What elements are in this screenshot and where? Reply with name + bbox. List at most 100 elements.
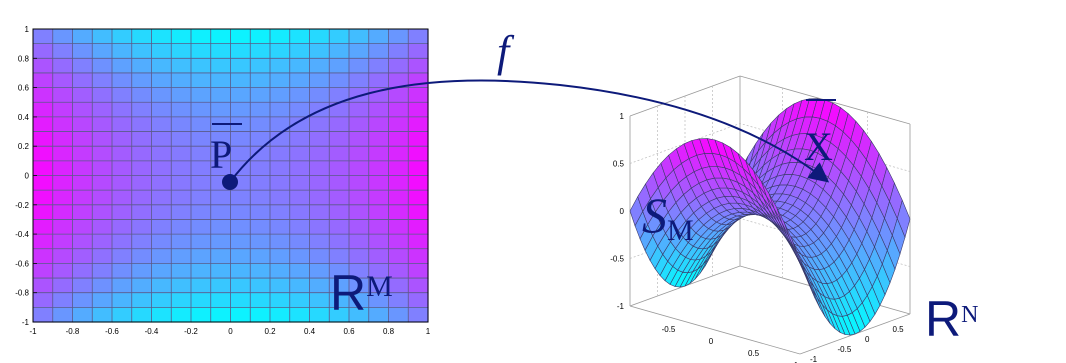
left-grid-cell bbox=[270, 175, 291, 191]
left-grid-cell bbox=[270, 292, 291, 308]
left-grid-cell bbox=[33, 248, 54, 264]
left-grid-cell bbox=[210, 87, 232, 103]
left-grid-cell bbox=[33, 204, 54, 221]
left-grid-cell bbox=[289, 43, 311, 59]
left-grid-cell bbox=[368, 29, 390, 45]
left-x-tick-label: -1 bbox=[29, 327, 37, 336]
left-grid-cell bbox=[92, 43, 113, 59]
left-grid-cell bbox=[250, 160, 271, 177]
left-grid-cell bbox=[408, 278, 429, 294]
left-grid-cell bbox=[250, 190, 271, 206]
left-grid-cell bbox=[151, 248, 172, 264]
left-grid-cell bbox=[289, 307, 311, 323]
left-grid-cell bbox=[171, 116, 192, 133]
right-plot: 10.50-0.5-1 -0.500.51 0.50-0.5-1 SM RN bbox=[610, 75, 978, 363]
left-grid-cell bbox=[309, 219, 330, 235]
left-grid-cell bbox=[250, 87, 271, 103]
right-z-tick-label: 1 bbox=[620, 112, 625, 121]
left-grid-cell bbox=[230, 131, 251, 147]
left-grid-cell bbox=[329, 234, 350, 250]
left-grid-cell bbox=[230, 248, 251, 264]
left-grid-cell bbox=[191, 146, 212, 162]
left-grid-cell bbox=[289, 87, 311, 103]
right-z-tick-label: 0 bbox=[620, 207, 625, 216]
left-grid-cell bbox=[408, 43, 429, 59]
left-y-tick-label: 0.4 bbox=[18, 113, 30, 122]
left-grid-cell bbox=[33, 234, 54, 250]
left-grid-cell bbox=[210, 234, 232, 250]
left-grid-cell bbox=[368, 234, 390, 250]
left-grid-cell bbox=[349, 146, 370, 162]
left-grid-cell bbox=[388, 292, 409, 308]
left-grid-cell bbox=[171, 102, 192, 118]
left-y-tick-label: -0.4 bbox=[15, 230, 29, 239]
left-grid-cell bbox=[72, 43, 93, 59]
left-x-tick-label: 0.4 bbox=[304, 327, 316, 336]
left-grid-cell bbox=[289, 234, 311, 250]
left-grid-cell bbox=[408, 219, 429, 235]
left-grid-cell bbox=[52, 29, 74, 45]
left-grid-cell bbox=[388, 160, 409, 177]
right-x-axis: -0.500.51 bbox=[662, 325, 799, 363]
left-y-tick-label: -0.2 bbox=[15, 201, 29, 210]
left-grid-cell bbox=[92, 307, 113, 323]
left-grid-cell bbox=[92, 87, 113, 103]
left-grid-cell bbox=[72, 116, 93, 133]
left-grid-cell bbox=[408, 248, 429, 264]
left-grid-cell bbox=[270, 58, 291, 74]
left-grid-cell bbox=[131, 190, 153, 206]
left-grid-cell bbox=[191, 116, 212, 133]
left-grid-cell bbox=[230, 204, 251, 221]
left-plot-grid bbox=[32, 28, 429, 323]
left-grid-cell bbox=[210, 131, 232, 147]
left-grid-cell bbox=[52, 87, 74, 103]
left-grid-cell bbox=[270, 263, 291, 279]
left-grid-cell bbox=[191, 102, 212, 118]
left-grid-cell bbox=[289, 248, 311, 264]
right-x-tick-label: -0.5 bbox=[662, 325, 676, 334]
left-grid-cell bbox=[270, 72, 291, 89]
left-grid-cell bbox=[171, 219, 192, 235]
left-grid-cell bbox=[112, 219, 133, 235]
left-grid-cell bbox=[408, 190, 429, 206]
left-grid-cell bbox=[289, 292, 311, 308]
left-grid-cell bbox=[191, 160, 212, 177]
left-grid-cell bbox=[250, 204, 271, 221]
left-grid-cell bbox=[210, 72, 232, 89]
left-grid-cell bbox=[309, 292, 330, 308]
left-grid-cell bbox=[388, 263, 409, 279]
left-grid-cell bbox=[72, 190, 93, 206]
space-label-rn: RN bbox=[925, 291, 978, 347]
left-grid-cell bbox=[191, 131, 212, 147]
left-y-tick-label: 0.8 bbox=[18, 54, 30, 63]
left-grid-cell bbox=[388, 307, 409, 323]
left-grid-cell bbox=[72, 87, 93, 103]
left-grid-cell bbox=[171, 175, 192, 191]
left-grid-cell bbox=[72, 278, 93, 294]
left-grid-cell bbox=[210, 204, 232, 221]
left-grid-cell bbox=[230, 29, 251, 45]
right-y-tick-label: -1 bbox=[810, 355, 818, 363]
left-grid-cell bbox=[349, 102, 370, 118]
left-grid-cell bbox=[388, 131, 409, 147]
left-grid-cell bbox=[289, 204, 311, 221]
left-grid-cell bbox=[210, 307, 232, 323]
left-grid-cell bbox=[92, 58, 113, 74]
left-grid-cell bbox=[349, 234, 370, 250]
left-grid-cell bbox=[250, 307, 271, 323]
left-grid-cell bbox=[289, 219, 311, 235]
left-grid-cell bbox=[52, 160, 74, 177]
right-z-axis: 10.50-0.5-1 bbox=[610, 112, 624, 311]
left-grid-cell bbox=[309, 278, 330, 294]
left-grid-cell bbox=[329, 116, 350, 133]
left-grid-cell bbox=[270, 43, 291, 59]
left-grid-cell bbox=[92, 234, 113, 250]
left-grid-cell bbox=[92, 116, 113, 133]
left-grid-cell bbox=[112, 102, 133, 118]
left-grid-cell bbox=[72, 146, 93, 162]
left-grid-cell bbox=[72, 248, 93, 264]
left-y-axis: 10.80.60.40.20-0.2-0.4-0.6-0.8-1 bbox=[15, 25, 37, 327]
left-grid-cell bbox=[349, 292, 370, 308]
left-grid-cell bbox=[210, 292, 232, 308]
left-grid-cell bbox=[72, 160, 93, 177]
